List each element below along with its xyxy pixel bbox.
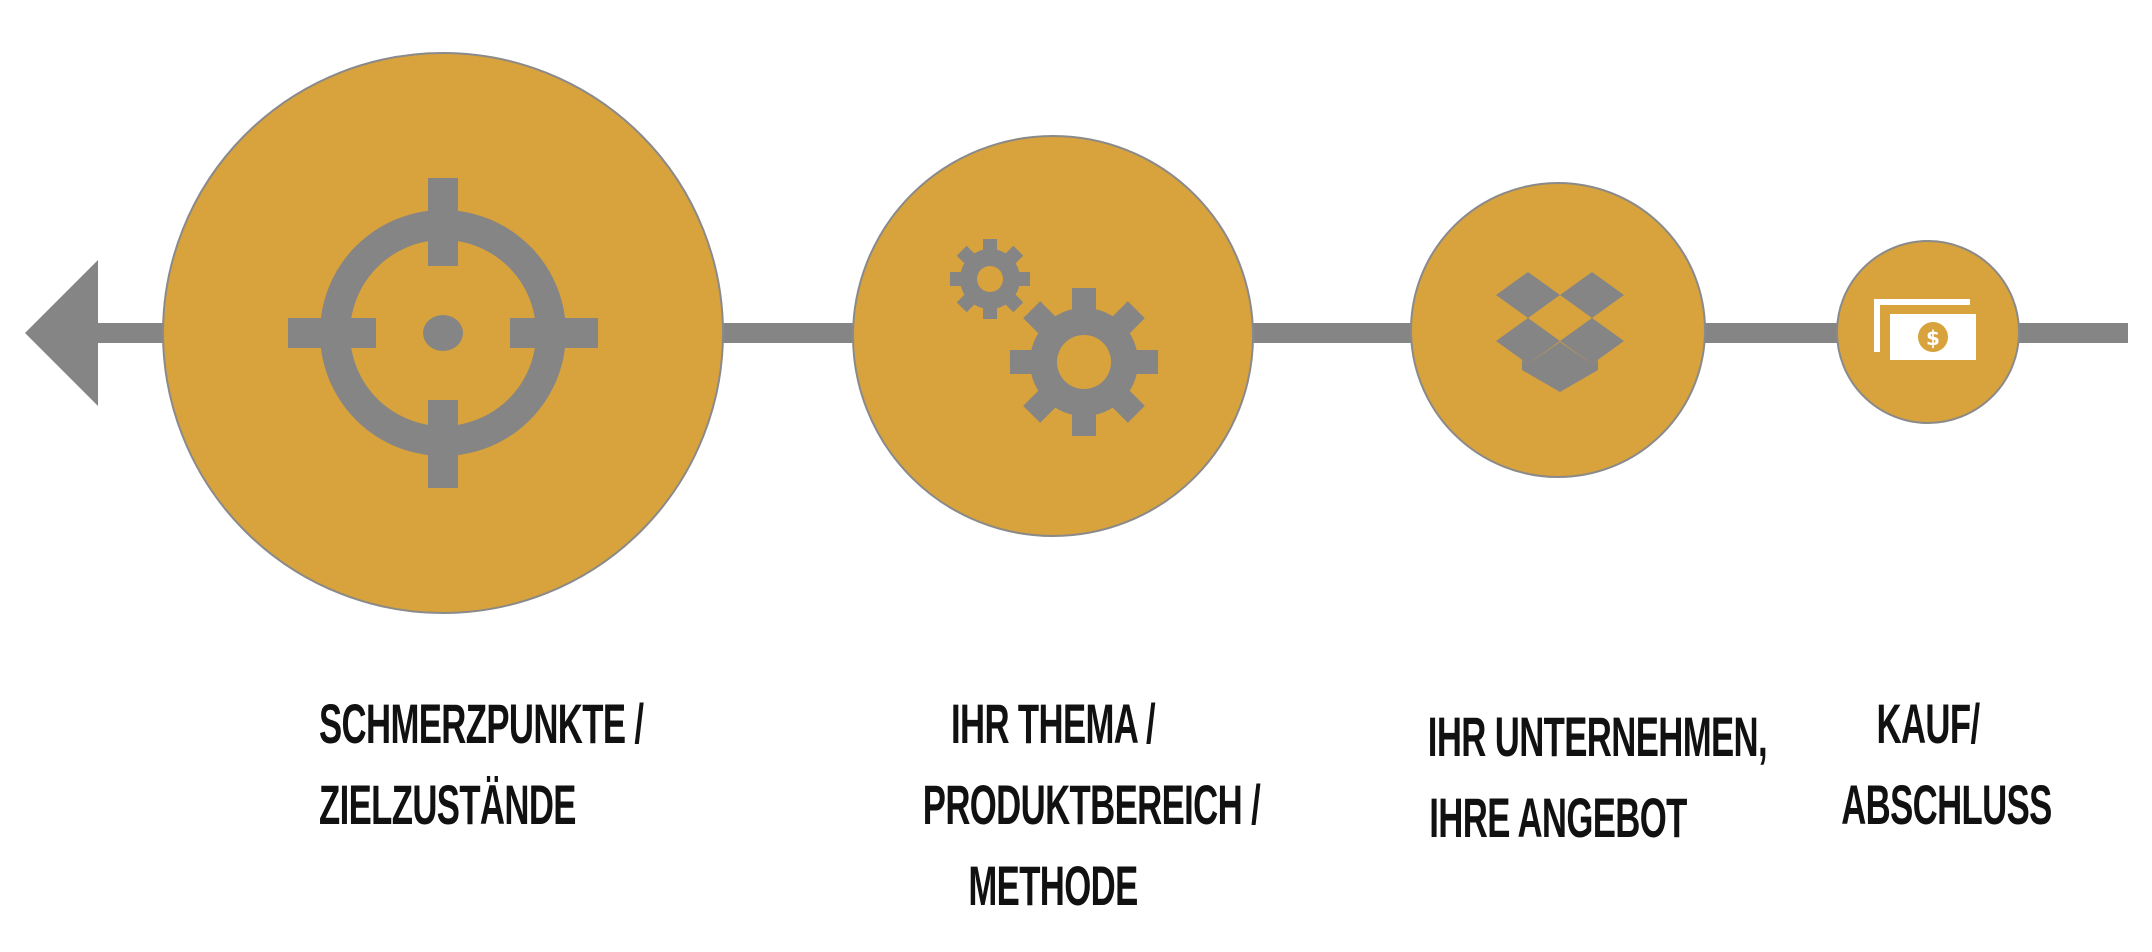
crosshair-target-icon — [288, 178, 598, 488]
stage-1 — [162, 52, 724, 614]
stage-3-circle — [1410, 182, 1706, 478]
stage-3-label: IHR UNTERNEHMEN, IHRE ANGEBOT — [1427, 696, 1768, 858]
stage-3-label-line-1: IHR UNTERNEHMEN, — [1427, 705, 1768, 768]
stage-1-label: SCHMERZPUNKTE / ZIELZUSTÄNDE — [319, 683, 644, 845]
stage-2-label: IHR THEMA / PRODUKTBEREICH / METHODE — [922, 683, 1261, 927]
gears-icon — [950, 239, 1158, 436]
stage-4-label-line-2: ABSCHLUSS — [1841, 773, 2052, 837]
stage-1-label-line-1: SCHMERZPUNKTE / — [319, 692, 644, 755]
stage-3-label-line-2: IHRE ANGEBOT — [1429, 786, 1687, 850]
stage-4: $ — [1836, 240, 2020, 424]
arrow-left-icon — [25, 260, 98, 406]
stage-4-label-line-1: KAUF/ — [1876, 692, 1981, 755]
stage-2 — [852, 135, 1254, 537]
dropbox-box-icon — [1496, 272, 1624, 392]
stage-2-label-line-2: PRODUKTBEREICH / — [922, 773, 1261, 837]
stage-1-label-line-2: ZIELZUSTÄNDE — [319, 773, 576, 837]
svg-text:$: $ — [1926, 326, 1940, 350]
stage-4-label: KAUF/ ABSCHLUSS — [1841, 683, 2052, 845]
stage-3 — [1410, 182, 1706, 478]
stage-2-label-line-3: METHODE — [968, 854, 1138, 918]
money-bills-icon: $ — [1874, 299, 1976, 360]
stage-2-label-line-1: IHR THEMA / — [950, 692, 1156, 755]
